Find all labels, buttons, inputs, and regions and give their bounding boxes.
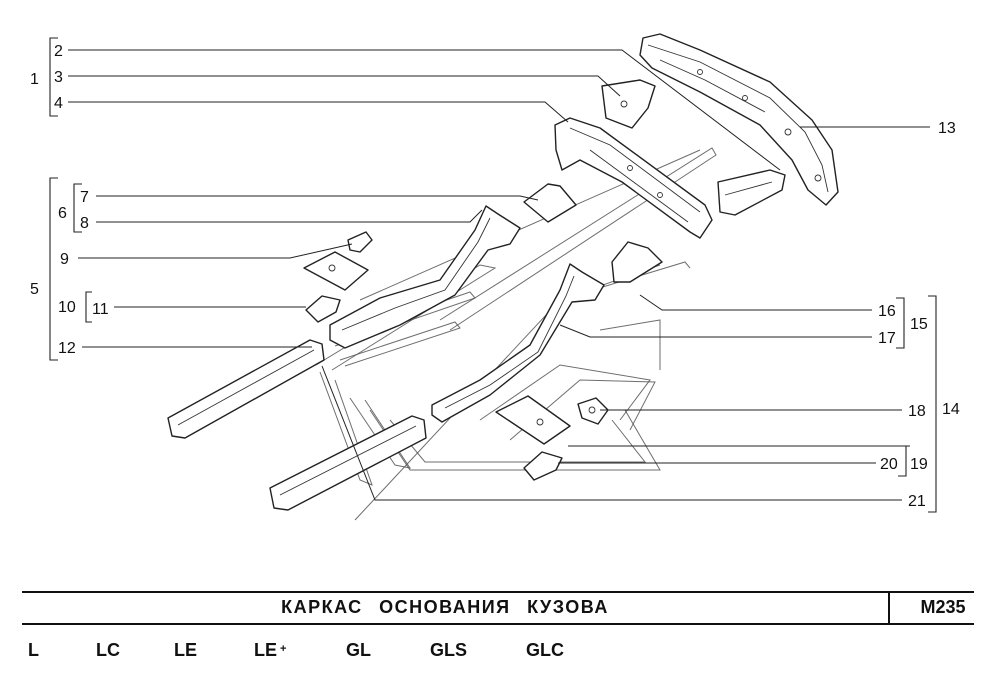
part-19-plate bbox=[495, 395, 571, 445]
label-6: 6 bbox=[58, 205, 67, 222]
label-11: 11 bbox=[92, 301, 109, 318]
label-1: 1 bbox=[30, 71, 39, 88]
part-18-bracket bbox=[577, 397, 609, 425]
title-bar: КАРКАС ОСНОВАНИЯ КУЗОВА M235 bbox=[22, 591, 974, 625]
label-brackets bbox=[49, 37, 937, 513]
label-16: 16 bbox=[878, 303, 896, 320]
variant-gls: GLS bbox=[430, 640, 468, 660]
part-7-panel bbox=[523, 183, 577, 223]
label-10: 10 bbox=[58, 299, 76, 316]
label-3: 3 bbox=[54, 69, 63, 86]
label-2: 2 bbox=[54, 43, 63, 60]
part-9-bracket bbox=[347, 231, 373, 253]
variant-l: L bbox=[28, 640, 39, 660]
label-19: 19 bbox=[910, 456, 928, 473]
part-10-plate bbox=[303, 251, 369, 291]
label-8: 8 bbox=[80, 215, 89, 232]
variant-le-plus: LE+ bbox=[254, 640, 287, 660]
variant-gl: GL bbox=[346, 640, 371, 660]
label-9: 9 bbox=[60, 251, 69, 268]
variant-glc: GLC bbox=[526, 640, 564, 660]
label-18: 18 bbox=[908, 403, 926, 420]
diagram-title: КАРКАС ОСНОВАНИЯ КУЗОВА bbox=[281, 597, 609, 617]
part-17-long-member bbox=[431, 263, 605, 423]
title-divider bbox=[888, 593, 890, 623]
part-16-gusset bbox=[611, 241, 663, 283]
label-4: 4 bbox=[54, 95, 63, 112]
label-20: 20 bbox=[880, 456, 898, 473]
label-13: 13 bbox=[938, 120, 956, 137]
part-4-crossmember bbox=[554, 117, 713, 239]
label-7: 7 bbox=[80, 189, 89, 206]
label-17: 17 bbox=[878, 330, 896, 347]
part-20-bracket bbox=[523, 451, 563, 481]
part-12-sill bbox=[167, 339, 325, 439]
part-8-long-member bbox=[329, 205, 521, 349]
variant-lc: LC bbox=[96, 640, 120, 660]
label-12: 12 bbox=[58, 340, 76, 357]
part-11-bracket bbox=[305, 295, 341, 323]
part-21-sill bbox=[269, 415, 427, 511]
page-code: M235 bbox=[920, 597, 966, 617]
label-21: 21 bbox=[908, 493, 926, 510]
variant-le: LE bbox=[174, 640, 198, 660]
label-5: 5 bbox=[30, 281, 39, 298]
variant-plus-mark: + bbox=[280, 643, 287, 655]
part-labels: 1 2 3 4 5 6 7 8 9 10 11 12 13 14 15 16 1… bbox=[30, 43, 960, 510]
part-13-rear-crossmember bbox=[639, 33, 839, 206]
part-2-bracket bbox=[717, 169, 786, 216]
label-14: 14 bbox=[942, 401, 960, 418]
label-15: 15 bbox=[910, 316, 928, 333]
leader-lines bbox=[68, 49, 930, 501]
